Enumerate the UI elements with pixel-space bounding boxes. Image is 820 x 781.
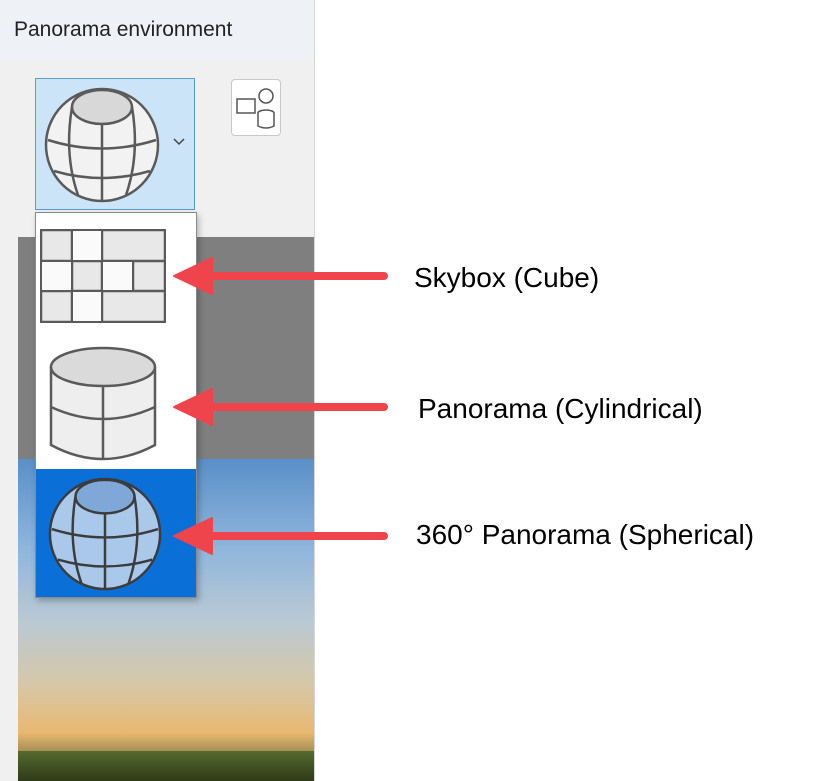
environment-type-menu	[35, 212, 197, 598]
callout-panorama-cylindrical: Panorama (Cylindrical)	[418, 393, 703, 424]
panel-title: Panorama environment	[14, 18, 233, 41]
chevron-down-icon	[173, 138, 185, 146]
panel-header	[0, 0, 314, 60]
environment-type-dropdown[interactable]	[35, 78, 195, 210]
arrow-spherical	[173, 517, 388, 555]
cylinder-icon	[49, 346, 157, 461]
sphere-globe-icon	[48, 477, 162, 591]
callout-360-panorama-spherical: 360° Panorama (Spherical)	[416, 519, 755, 550]
callout-skybox-cube: Skybox (Cube)	[414, 262, 600, 293]
menu-item-skybox-cube[interactable]	[36, 213, 196, 341]
landscape-ground	[18, 751, 314, 781]
menu-item-panorama-cylindrical[interactable]	[36, 341, 196, 469]
scene-objects-button[interactable]	[231, 79, 281, 136]
arrow-skybox	[173, 257, 388, 295]
arrow-cylindrical	[173, 388, 388, 426]
menu-item-360-panorama-spherical[interactable]	[36, 469, 196, 597]
panorama-environment-panel: Panorama environment	[0, 0, 315, 781]
sphere-globe-icon	[44, 87, 160, 203]
scene-objects-icon	[236, 88, 275, 129]
cube-map-grid-icon	[40, 229, 166, 323]
